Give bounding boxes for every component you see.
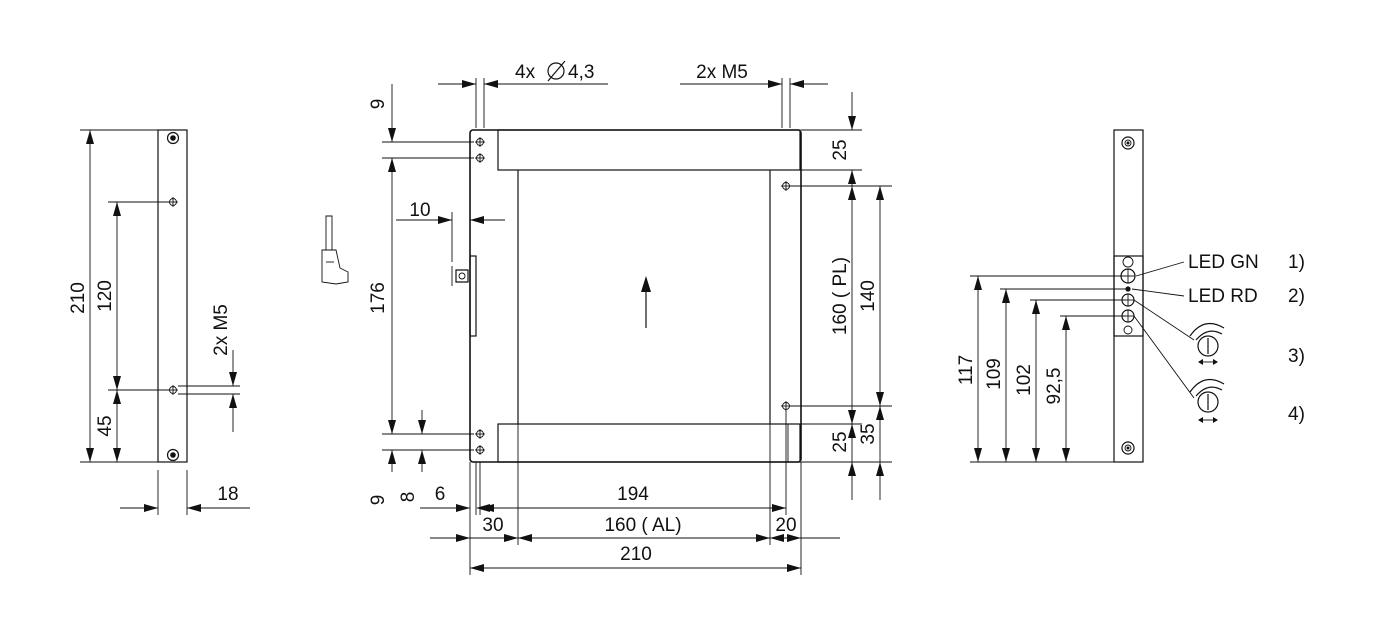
frame-top-bar xyxy=(497,129,801,171)
mounting-holes xyxy=(475,137,791,455)
label-led-rd: LED RD xyxy=(1188,286,1258,307)
left-screw-bottom xyxy=(166,448,180,462)
left-dim-18: 18 xyxy=(217,484,238,505)
potentiometer-4-icon xyxy=(1189,378,1225,423)
left-dim-m5: 2x M5 xyxy=(211,304,232,356)
main-dim-140: 140 xyxy=(858,280,879,312)
right-dim-109: 109 xyxy=(984,358,1005,390)
main-dim-210: 210 xyxy=(620,544,652,565)
main-dim-9-top: 9 xyxy=(368,99,389,110)
main-dim-25-bottom: 25 xyxy=(830,431,851,452)
main-dim-176: 176 xyxy=(368,282,389,314)
main-dim-10: 10 xyxy=(409,200,430,221)
main-dim-6: 6 xyxy=(435,484,446,505)
left-dim-45: 45 xyxy=(95,415,116,436)
main-dim-m5: 2x M5 xyxy=(696,62,748,83)
main-front-view: 4x 4,3 2x M5 9 176 9 xyxy=(321,60,892,575)
main-dim-20: 20 xyxy=(775,515,796,536)
left-dim-120: 120 xyxy=(95,280,116,312)
right-dim-92-5: 92,5 xyxy=(1044,368,1065,405)
frame-bottom-bar xyxy=(497,423,801,463)
right-screw-top xyxy=(1121,136,1135,150)
right-screw-bottom xyxy=(1121,441,1135,455)
connector-body xyxy=(451,255,477,337)
left-side-view: 210 120 45 2x M5 18 xyxy=(68,129,250,515)
diameter-symbol-icon xyxy=(547,60,566,82)
main-dim-194: 194 xyxy=(617,484,649,505)
right-dim-117: 117 xyxy=(956,355,977,385)
note-3: 3) xyxy=(1288,346,1305,367)
left-screw-top xyxy=(166,131,180,145)
right-connector-panel xyxy=(1113,255,1144,337)
note-1: 1) xyxy=(1288,252,1305,273)
right-profile-body xyxy=(1113,129,1144,463)
left-profile-body xyxy=(157,129,188,463)
main-dim-160-al: 160 ( AL) xyxy=(604,515,681,536)
main-dim-9-bottom: 9 xyxy=(368,495,389,506)
frame-outer xyxy=(469,129,802,463)
label-led-gn: LED GN xyxy=(1188,252,1259,273)
potentiometer-3-icon xyxy=(1189,322,1225,365)
main-dim-holes-dia: 4,3 xyxy=(568,62,594,83)
main-dim-25-top: 25 xyxy=(830,139,851,160)
main-dim-160-pl: 160 ( PL) xyxy=(830,257,851,335)
led-rd-icon xyxy=(1125,286,1131,292)
main-dim-8: 8 xyxy=(398,492,419,503)
direction-arrow-icon xyxy=(641,276,651,328)
main-dim-35: 35 xyxy=(858,423,879,444)
cable-connector-icon xyxy=(321,215,349,285)
main-dim-holes: 4x xyxy=(515,62,536,83)
main-dim-30: 30 xyxy=(482,515,503,536)
note-4: 4) xyxy=(1288,404,1305,425)
right-side-view: 117 109 102 92,5 LED GN LED RD 1) 2) 3) … xyxy=(956,129,1305,463)
left-dim-210: 210 xyxy=(68,282,89,314)
right-dim-102: 102 xyxy=(1014,364,1035,396)
note-2: 2) xyxy=(1288,286,1305,307)
